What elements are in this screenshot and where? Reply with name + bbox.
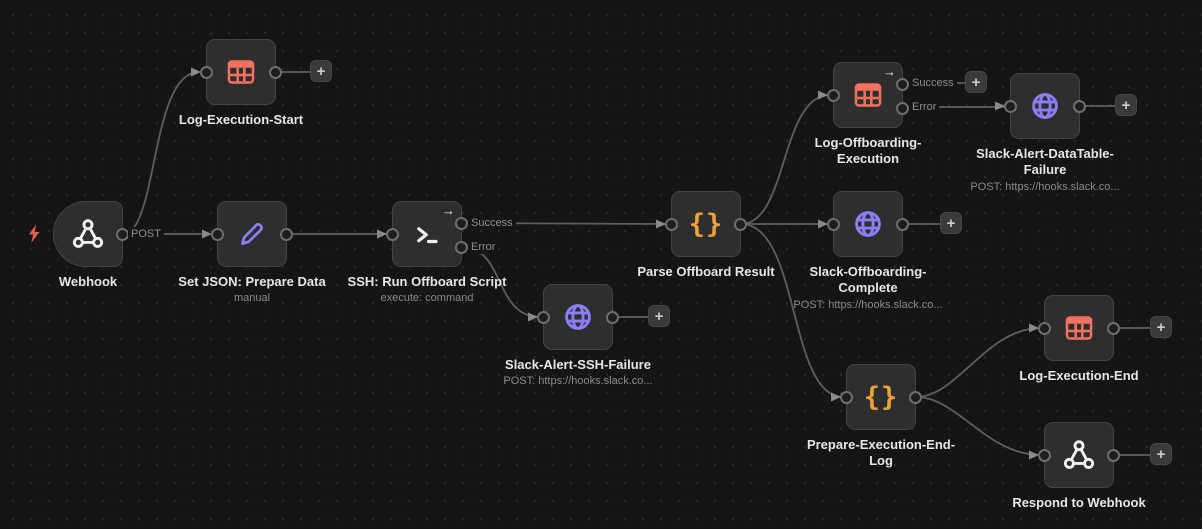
data-table-icon [1061, 310, 1097, 346]
node-label: Slack-Offboarding- Complete [809, 264, 927, 296]
node-label: Log-Offboarding- Execution [814, 135, 922, 167]
input-port[interactable] [200, 66, 213, 79]
input-port[interactable] [537, 311, 550, 324]
output-port-error[interactable] [896, 102, 909, 115]
node-label: Log-Execution-Start [178, 112, 304, 127]
node-sublabel: POST: https://hooks.slack.co... [970, 180, 1120, 193]
output-port[interactable] [269, 66, 282, 79]
continue-on-error-arrow-icon: → [442, 203, 455, 218]
node-slack-alert-datatable-failure: Slack-Alert-DataTable- Failure POST: htt… [970, 73, 1120, 193]
node-label: Webhook [58, 274, 118, 289]
node-ssh-box[interactable]: → [386, 201, 468, 267]
input-port[interactable] [665, 218, 678, 231]
add-node-button[interactable]: + [1150, 316, 1172, 338]
node-parse-offboard-result: {} Parse Offboard Result [637, 191, 775, 279]
edge-label-post: POST [128, 227, 164, 241]
input-port[interactable] [840, 391, 853, 404]
node-respond-to-webhook: Respond to Webhook [1012, 422, 1146, 510]
code-braces-icon: {} [863, 381, 899, 413]
input-port[interactable] [1004, 100, 1017, 113]
output-port[interactable] [1107, 449, 1120, 462]
webhook-icon [1061, 437, 1097, 473]
node-slack-offboarding-complete-box[interactable] [827, 191, 909, 257]
edge-label-log-error: Error [909, 100, 940, 114]
node-log-offboarding-execution-box[interactable]: → [827, 62, 909, 128]
node-sublabel: execute: command [380, 292, 474, 305]
node-slack-offboarding-complete: Slack-Offboarding- Complete POST: https:… [793, 191, 943, 311]
node-log-offboarding-execution: → Log-Offboarding- Execution [815, 62, 921, 166]
output-port[interactable] [1073, 100, 1086, 113]
node-label: Prepare-Execution-End- Log [806, 437, 956, 469]
trigger-bolt-icon [29, 224, 40, 243]
data-table-icon [850, 77, 886, 113]
add-node-button[interactable]: + [940, 212, 962, 234]
edge-label-log-success: Success [909, 76, 957, 90]
node-sublabel: POST: https://hooks.slack.co... [503, 375, 653, 388]
node-slack-alert-datatable-failure-box[interactable] [1004, 73, 1086, 139]
output-port-success[interactable] [455, 217, 468, 230]
node-slack-alert-ssh-failure: Slack-Alert-SSH-Failure POST: https://ho… [503, 284, 653, 387]
node-respond-to-webhook-box[interactable] [1038, 422, 1120, 488]
node-sublabel: manual [233, 292, 271, 305]
node-log-execution-end: Log-Execution-End [1019, 295, 1139, 383]
node-label: Respond to Webhook [1012, 495, 1146, 510]
node-slack-alert-ssh-failure-box[interactable] [537, 284, 619, 350]
code-braces-icon: {} [688, 208, 724, 240]
node-webhook: Webhook [53, 201, 129, 289]
output-port[interactable] [896, 218, 909, 231]
output-port[interactable] [1107, 322, 1120, 335]
node-ssh-run-offboard-script: → SSH: Run Offboard Script execute: comm… [348, 201, 506, 304]
node-set-json-prepare-data: Set JSON: Prepare Data manual [178, 201, 326, 304]
output-port[interactable] [909, 391, 922, 404]
node-sublabel: POST: https://hooks.slack.co... [793, 298, 943, 311]
terminal-icon [409, 216, 445, 252]
node-label: Slack-Alert-DataTable- Failure [976, 146, 1114, 178]
output-port-error[interactable] [455, 241, 468, 254]
input-port[interactable] [211, 228, 224, 241]
globe-icon [850, 206, 886, 242]
output-port[interactable] [734, 218, 747, 231]
node-label: Parse Offboard Result [637, 264, 775, 279]
add-node-button[interactable]: + [1150, 443, 1172, 465]
node-log-execution-end-box[interactable] [1038, 295, 1120, 361]
edge-label-ssh-error: Error [468, 240, 499, 254]
continue-on-error-arrow-icon: → [883, 64, 896, 79]
input-port[interactable] [386, 228, 399, 241]
input-port[interactable] [1038, 322, 1051, 335]
webhook-icon [70, 216, 106, 252]
node-label: Log-Execution-End [1019, 368, 1139, 383]
node-log-execution-start: Log-Execution-Start [179, 39, 303, 127]
node-parse-offboard-result-box[interactable]: {} [665, 191, 747, 257]
input-port[interactable] [827, 89, 840, 102]
node-prepare-execution-end-log: {} Prepare-Execution-End- Log [807, 364, 955, 468]
output-port-success[interactable] [896, 78, 909, 91]
node-webhook-box[interactable] [53, 201, 129, 267]
add-node-button[interactable]: + [648, 305, 670, 327]
input-port[interactable] [827, 218, 840, 231]
edge-label-ssh-success: Success [468, 216, 516, 230]
node-label: Set JSON: Prepare Data [178, 274, 326, 289]
output-port[interactable] [606, 311, 619, 324]
pencil-icon [234, 216, 270, 252]
add-node-button[interactable]: + [1115, 94, 1137, 116]
output-port[interactable] [280, 228, 293, 241]
node-prepare-execution-end-log-box[interactable]: {} [840, 364, 922, 430]
add-node-button[interactable]: + [310, 60, 332, 82]
globe-icon [560, 299, 596, 335]
node-set-json-box[interactable] [211, 201, 293, 267]
node-label: Slack-Alert-SSH-Failure [505, 357, 651, 372]
data-table-icon [223, 54, 259, 90]
globe-icon [1027, 88, 1063, 124]
input-port[interactable] [1038, 449, 1051, 462]
add-node-button[interactable]: + [965, 71, 987, 93]
node-log-execution-start-box[interactable] [200, 39, 282, 105]
node-label: SSH: Run Offboard Script [347, 274, 507, 289]
